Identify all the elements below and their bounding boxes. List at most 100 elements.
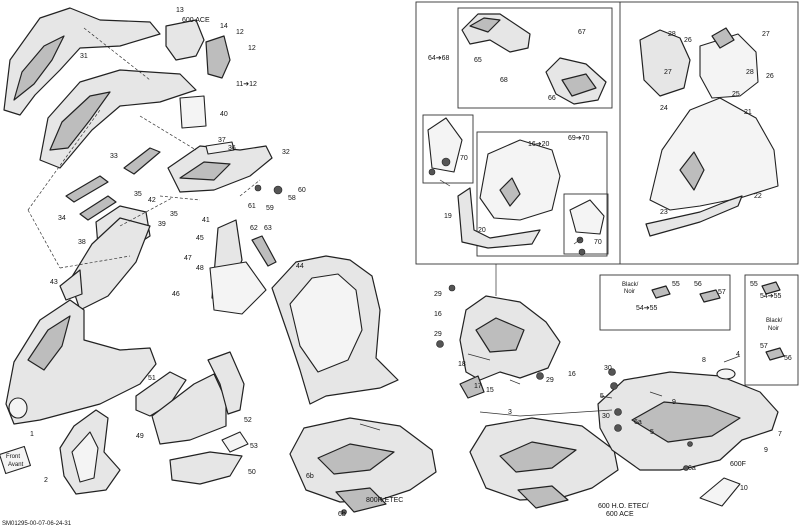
pad-10 bbox=[699, 477, 741, 507]
callout-8: 8 bbox=[702, 357, 706, 364]
callout-23: 23 bbox=[660, 209, 668, 216]
callout-6a: 6a bbox=[634, 419, 642, 426]
callout-16a: 16 bbox=[434, 311, 442, 318]
panel-40 bbox=[179, 95, 207, 129]
callout-30b: 30 bbox=[602, 413, 610, 420]
callout-13: 13 bbox=[176, 7, 184, 14]
hood-600ho-belly bbox=[517, 485, 569, 509]
callout-12a: 12 bbox=[236, 29, 244, 36]
mirror-66-glass bbox=[561, 73, 597, 97]
callout-30a: 30 bbox=[604, 365, 612, 372]
fastener bbox=[687, 441, 693, 447]
callout-14: 14 bbox=[220, 23, 228, 30]
callout-52: 52 bbox=[244, 417, 252, 424]
callout-41: 41 bbox=[202, 217, 210, 224]
handle-black-d bbox=[765, 347, 785, 361]
handle-black-a bbox=[651, 285, 671, 299]
fuel-cap-4 bbox=[716, 368, 736, 380]
callout-63: 63 bbox=[264, 225, 272, 232]
inset-frame-black-handle-a bbox=[599, 274, 731, 331]
inset-frame-mirrors bbox=[457, 7, 613, 109]
callout-12b: 12 bbox=[248, 45, 256, 52]
callout-27a: 27 bbox=[664, 69, 672, 76]
windshield-small bbox=[427, 117, 463, 173]
fastener bbox=[610, 382, 618, 390]
console-36-shade bbox=[179, 161, 231, 181]
callout-40: 40 bbox=[220, 111, 228, 118]
callout-5b: 5 bbox=[650, 429, 654, 436]
callout-59: 59 bbox=[266, 205, 274, 212]
callout-61: 61 bbox=[248, 203, 256, 210]
callout-54-55a: 54➔55 bbox=[636, 305, 658, 312]
callout-42: 42 bbox=[148, 197, 156, 204]
rod-62 bbox=[251, 235, 277, 267]
inset-frame-small-windshield bbox=[422, 114, 474, 184]
handle-black-c bbox=[761, 281, 781, 295]
callout-46: 46 bbox=[172, 291, 180, 298]
callout-22: 22 bbox=[754, 193, 762, 200]
callout-6a2: 6a bbox=[688, 465, 696, 472]
callout-5a: 5 bbox=[600, 393, 604, 400]
fastener bbox=[428, 168, 436, 176]
windshield-16 bbox=[479, 139, 561, 221]
callout-18: 18 bbox=[458, 361, 466, 368]
fastener bbox=[578, 248, 586, 256]
callout-54-55b: 54➔55 bbox=[760, 293, 782, 300]
note-black-a1: Black/ bbox=[622, 282, 639, 288]
callout-4: 4 bbox=[736, 351, 740, 358]
fastener bbox=[448, 284, 456, 292]
fastener bbox=[436, 340, 444, 348]
callout-29a: 29 bbox=[434, 291, 442, 298]
vent-34 bbox=[79, 195, 117, 221]
mirror-65-glass bbox=[469, 17, 501, 33]
windshield-24 bbox=[639, 29, 691, 97]
side-frame-13 bbox=[165, 19, 205, 61]
callout-57b: 57 bbox=[760, 343, 768, 350]
handle-black-b bbox=[699, 289, 721, 303]
callout-25: 25 bbox=[732, 91, 740, 98]
strip-53 bbox=[221, 431, 249, 453]
windshield-25 bbox=[699, 33, 759, 99]
callout-56b: 56 bbox=[784, 355, 792, 362]
callout-16-20: 16➔20 bbox=[528, 141, 550, 148]
callout-55a: 55 bbox=[672, 281, 680, 288]
callout-28a: 28 bbox=[668, 31, 676, 38]
callout-58: 58 bbox=[288, 195, 296, 202]
callout-68: 68 bbox=[500, 77, 508, 84]
panel-50 bbox=[169, 451, 243, 485]
callout-62: 62 bbox=[250, 225, 258, 232]
callout-9b: 9 bbox=[764, 447, 768, 454]
windshield-25-bracket bbox=[711, 27, 735, 49]
fastener bbox=[576, 236, 584, 244]
callout-36: 36 bbox=[228, 145, 236, 152]
lower-cover-2-face bbox=[71, 431, 99, 483]
fastener bbox=[614, 408, 622, 416]
leader-line bbox=[439, 179, 583, 385]
vent-33 bbox=[123, 147, 161, 175]
callout-15: 15 bbox=[486, 387, 494, 394]
callout-57a: 57 bbox=[718, 289, 726, 296]
callout-28b: 28 bbox=[746, 69, 754, 76]
note-black-b2: Noir bbox=[768, 326, 779, 332]
panel-49 bbox=[151, 373, 227, 445]
panel-46 bbox=[209, 261, 267, 315]
front-nose-1 bbox=[5, 299, 157, 425]
headlight-opening bbox=[8, 397, 28, 419]
callout-70a: 70 bbox=[460, 155, 468, 162]
callout-43: 43 bbox=[50, 279, 58, 286]
callout-44: 44 bbox=[296, 263, 304, 270]
gasket-37 bbox=[205, 141, 235, 155]
bracket-11 bbox=[205, 35, 231, 79]
trim-19 bbox=[457, 187, 541, 249]
callout-29b: 29 bbox=[434, 331, 442, 338]
callout-47: 47 bbox=[184, 255, 192, 262]
callout-16b: 16 bbox=[568, 371, 576, 378]
vent-upper bbox=[65, 175, 109, 203]
callout-7: 7 bbox=[778, 431, 782, 438]
note-front: Front bbox=[6, 454, 20, 460]
fastener bbox=[608, 368, 616, 376]
callout-6b: 6b bbox=[306, 473, 314, 480]
callout-31: 31 bbox=[80, 53, 88, 60]
